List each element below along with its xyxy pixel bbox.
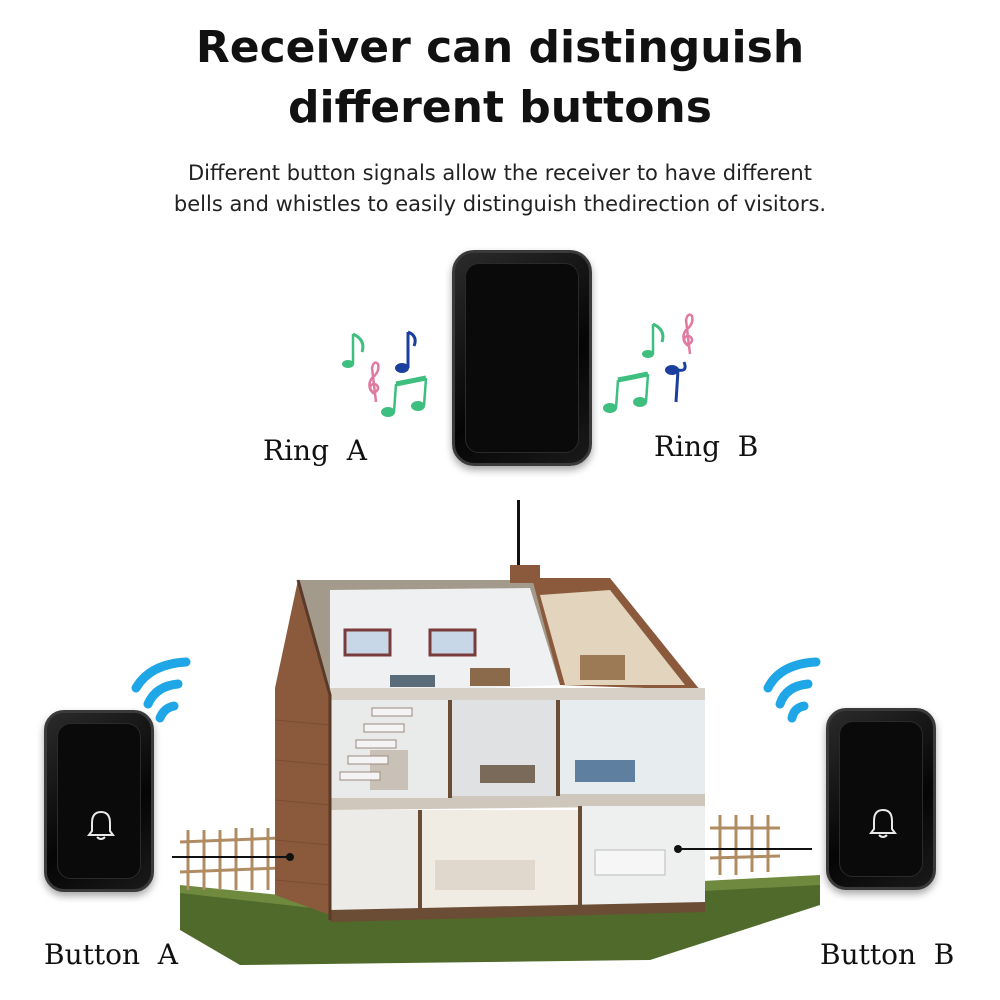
- bell-icon: [869, 808, 897, 838]
- button-a-label: Button A: [44, 938, 179, 971]
- button-b-device: [826, 708, 936, 890]
- title-line-1: Receiver can distinguish: [195, 22, 805, 73]
- house-illustration: [179, 565, 820, 965]
- button-b-pointer-dot: [674, 845, 682, 853]
- title-line-2: different buttons: [288, 82, 712, 133]
- music-notes-right-icon: [603, 313, 694, 413]
- wifi-signal-right-icon: [763, 657, 821, 723]
- wifi-signal-left-icon: [131, 657, 191, 723]
- ring-a-label: Ring A: [263, 434, 368, 467]
- button-b-label: Button B: [820, 938, 955, 971]
- page-subtitle: Different button signals allow the recei…: [0, 158, 1000, 220]
- button-a-pointer-line: [172, 856, 290, 858]
- subtitle-line-1: Different button signals allow the recei…: [188, 161, 812, 185]
- subtitle-line-2: bells and whistles to easily distinguish…: [173, 192, 827, 216]
- button-b-pointer-line: [680, 848, 812, 850]
- page-title: Receiver can distinguish different butto…: [0, 18, 1000, 138]
- receiver-face: [465, 263, 579, 453]
- bell-icon: [87, 810, 115, 840]
- music-notes-left-icon: [342, 330, 428, 417]
- receiver-device: [452, 250, 592, 466]
- button-a-face: [57, 723, 141, 879]
- button-b-face: [839, 721, 923, 877]
- button-a-pointer-dot: [286, 853, 294, 861]
- ring-b-label: Ring B: [654, 430, 759, 463]
- button-a-device: [44, 710, 154, 892]
